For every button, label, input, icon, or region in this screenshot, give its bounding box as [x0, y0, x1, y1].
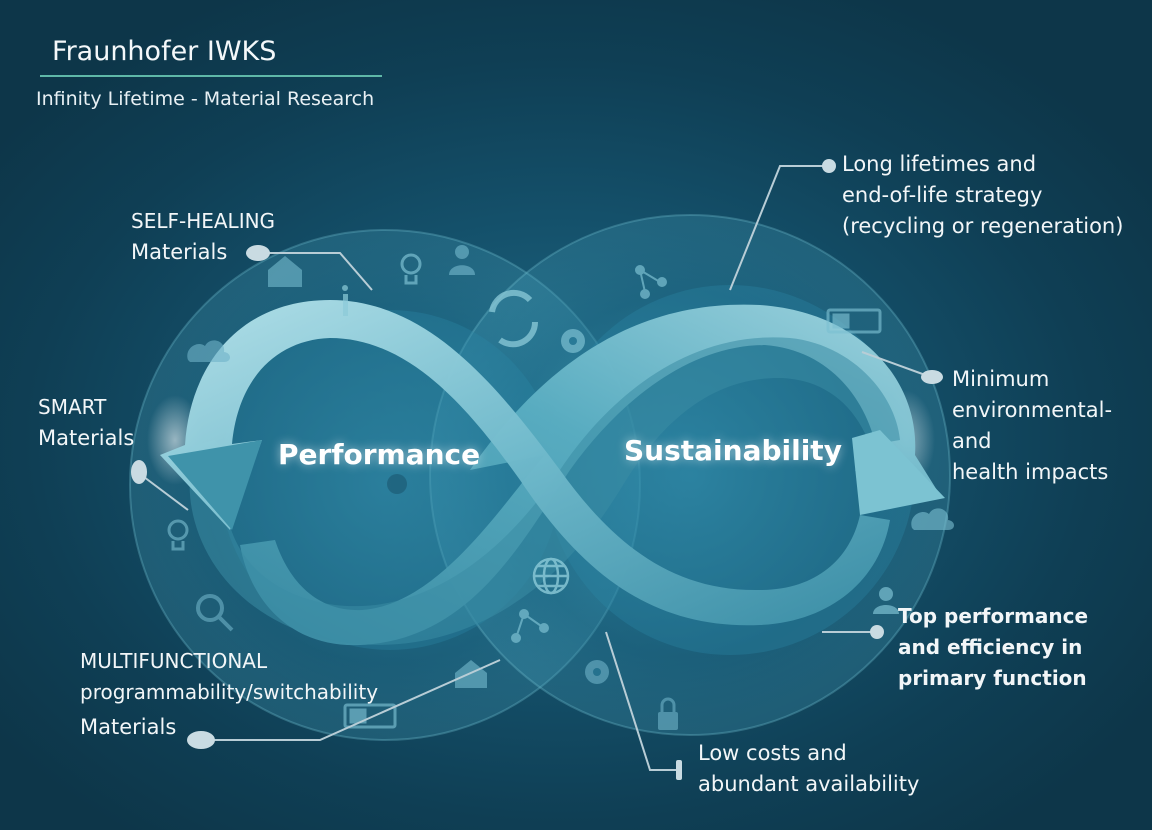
label-long-lifetimes-line3: (recycling or regeneration)	[842, 214, 1124, 238]
label-top-performance-line3: primary function	[898, 666, 1087, 690]
label-multifunctional-line1: MULTIFUNCTIONAL	[80, 649, 268, 673]
gear-icon	[585, 660, 609, 684]
connector-long-lifetimes	[729, 165, 830, 291]
connector-dot-self-healing	[246, 245, 270, 261]
label-self-healing-line2: Materials	[131, 240, 228, 264]
label-long-lifetimes: Long lifetimes and end-of-life strategy …	[842, 149, 1123, 242]
home-icon	[268, 256, 302, 287]
label-self-healing-line1: SELF-HEALING	[131, 209, 276, 233]
ribbon-top-left	[160, 300, 890, 626]
label-multifunctional: MULTIFUNCTIONAL programmability/switchab…	[80, 646, 378, 743]
search-icon	[196, 594, 234, 632]
label-top-performance: Top performance and efficiency in primar…	[898, 601, 1088, 694]
info-icon	[342, 285, 348, 316]
center-dot	[387, 474, 407, 494]
globe-icon	[532, 557, 570, 595]
lock-icon	[658, 697, 678, 730]
label-multifunctional-line3: Materials	[80, 715, 177, 739]
connector-dot-long-lifetimes	[822, 159, 836, 173]
arrow-head-left	[168, 440, 262, 530]
label-multifunctional-line2: programmability/switchability	[80, 680, 379, 704]
connector-multifunctional	[210, 659, 501, 741]
ribbon-left-loop	[160, 337, 900, 645]
label-minimum-impacts-line3: and	[952, 429, 992, 453]
connector-dot-multifunctional	[187, 731, 215, 749]
cloud-icon	[911, 508, 954, 530]
connector-low-costs	[605, 631, 676, 771]
home-icon	[455, 660, 487, 688]
lightbulb-icon	[167, 519, 189, 551]
label-minimum-impacts: Minimum environmental- and health impact…	[952, 364, 1112, 488]
label-smart: SMART Materials	[38, 392, 134, 454]
label-smart-line1: SMART	[38, 395, 107, 419]
user-icon	[449, 245, 475, 275]
hub-label-performance: Performance	[278, 438, 481, 471]
user-icon	[873, 587, 899, 614]
battery-icon	[826, 308, 882, 334]
gear-icon	[561, 329, 585, 353]
label-minimum-impacts-line2: environmental-	[952, 398, 1113, 422]
page-title: Fraunhofer IWKS	[52, 36, 277, 67]
connector-dot-minimum-impacts	[921, 370, 943, 384]
battery-icon	[343, 703, 397, 729]
connector-dot-low-costs	[676, 760, 682, 780]
cloud-icon	[187, 340, 230, 362]
label-long-lifetimes-line2: end-of-life strategy	[842, 183, 1043, 207]
label-minimum-impacts-line4: health impacts	[952, 460, 1109, 484]
share-icon	[511, 609, 549, 643]
connector-minimum-impacts	[861, 351, 929, 377]
label-top-performance-line1: Top performance	[898, 604, 1089, 628]
label-low-costs-line1: Low costs and	[698, 741, 847, 765]
hub-label-sustainability: Sustainability	[624, 434, 842, 467]
arrow-head-right	[852, 430, 945, 515]
label-smart-line2: Materials	[38, 426, 135, 450]
recycle-icon	[489, 289, 539, 348]
label-low-costs: Low costs and abundant availability	[698, 738, 919, 800]
lightbulb-icon	[400, 253, 422, 285]
label-low-costs-line2: abundant availability	[698, 772, 920, 796]
label-top-performance-line2: and efficiency in	[898, 635, 1083, 659]
connector-self-healing	[262, 252, 373, 291]
connector-smart	[139, 473, 189, 511]
connector-dot-top-performance	[870, 625, 884, 639]
label-long-lifetimes-line1: Long lifetimes and	[842, 152, 1037, 176]
connector-dot-smart	[131, 460, 147, 484]
label-minimum-impacts-line1: Minimum	[952, 367, 1050, 391]
page-subtitle: Infinity Lifetime - Material Research	[36, 88, 375, 110]
label-self-healing: SELF-HEALING Materials	[131, 206, 275, 268]
share-icon	[635, 265, 667, 299]
